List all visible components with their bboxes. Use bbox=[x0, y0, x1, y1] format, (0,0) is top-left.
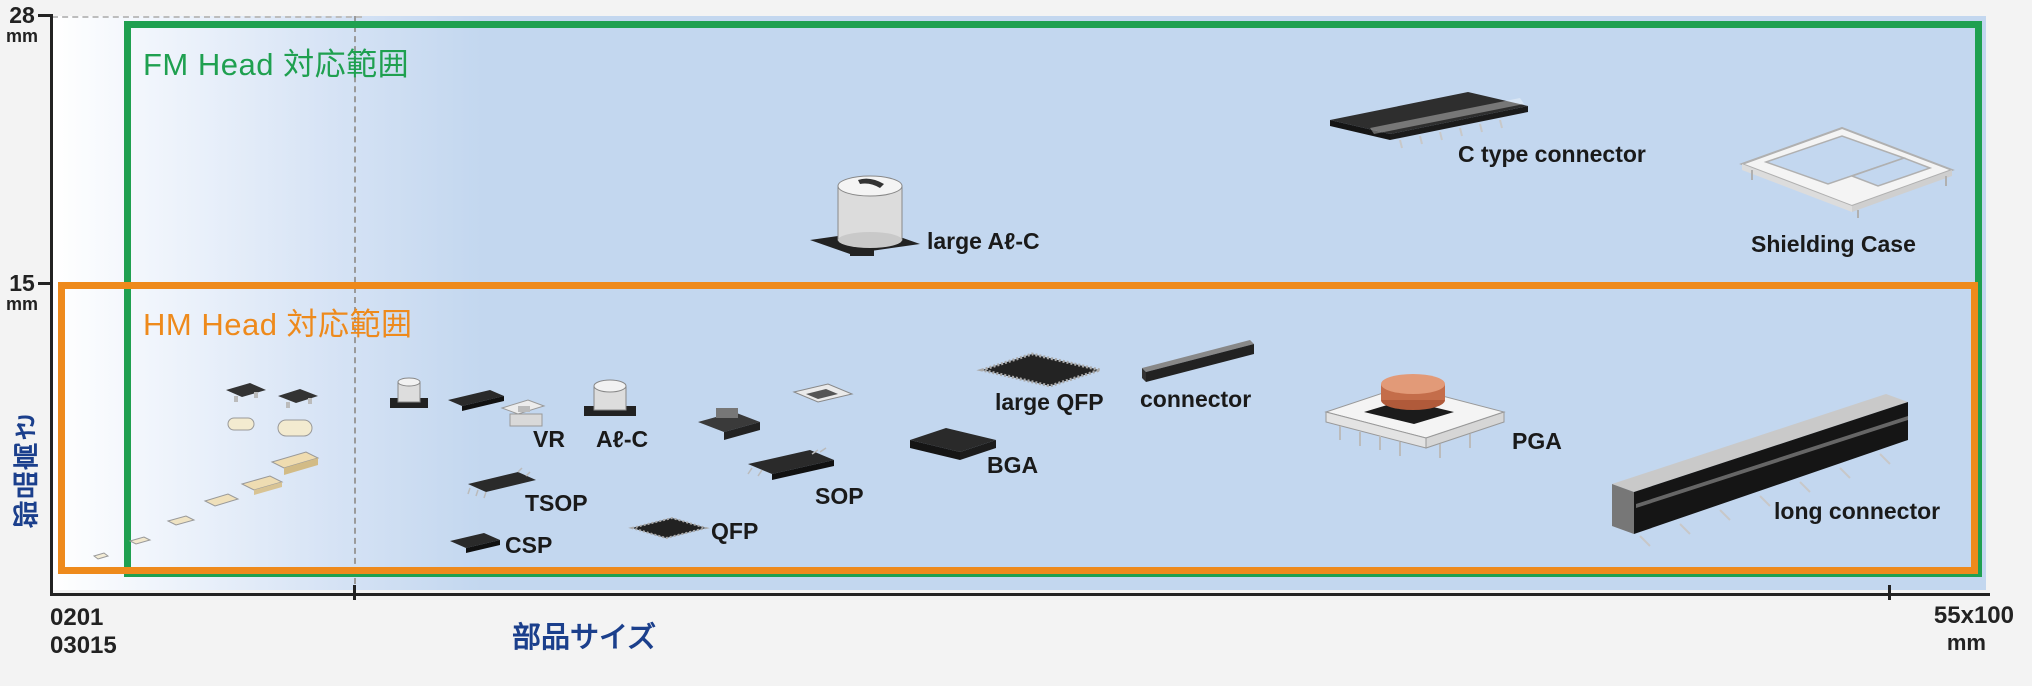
large-qfp-graphic bbox=[976, 352, 1106, 388]
hm-head-range-title: HM Head 対応範囲 bbox=[143, 307, 413, 342]
csp-graphic bbox=[450, 533, 500, 553]
small-alc-graphic bbox=[390, 377, 428, 408]
label-shielding-case: Shielding Case bbox=[1751, 231, 1916, 257]
shielding-case-graphic bbox=[1739, 126, 1955, 218]
small-chip-boundary-line bbox=[354, 16, 356, 594]
fm-head-range-title: FM Head 対応範囲 bbox=[143, 47, 410, 82]
tsop-graphic bbox=[467, 467, 536, 499]
chip-0603-graphic bbox=[166, 515, 196, 526]
x-axis-title: 部品サイズ bbox=[512, 622, 657, 654]
y-label-15: 15 mm bbox=[5, 270, 38, 314]
x-label-max: 55x100 mm bbox=[1933, 602, 2014, 655]
y-axis-line bbox=[50, 14, 53, 596]
qfp-graphic bbox=[628, 516, 710, 540]
x-tick-mid bbox=[353, 585, 356, 600]
melf-large-graphic bbox=[277, 419, 313, 437]
label-long-connector: long connector bbox=[1774, 498, 1941, 524]
dpak-graphic bbox=[698, 408, 760, 440]
connector-graphic bbox=[1142, 340, 1254, 382]
sop-small-mid-graphic bbox=[792, 383, 854, 403]
chip-0402-graphic bbox=[128, 536, 152, 545]
chip-1206-graphic bbox=[240, 475, 284, 495]
label-alc: Aℓ-C bbox=[596, 426, 649, 452]
hm-head-range-frame bbox=[58, 282, 1978, 574]
sot-right-graphic bbox=[278, 389, 318, 408]
large-alc-graphic bbox=[810, 175, 920, 256]
label-large-qfp: large QFP bbox=[995, 389, 1104, 415]
max-height-guide bbox=[52, 16, 362, 18]
label-large-alc: large Aℓ-C bbox=[927, 228, 1040, 254]
c-type-connector-graphic bbox=[1330, 92, 1528, 149]
label-tsop: TSOP bbox=[525, 490, 588, 516]
label-csp: CSP bbox=[505, 532, 553, 558]
melf-small-graphic bbox=[227, 417, 255, 431]
sop-graphic bbox=[747, 447, 834, 480]
x-label-min: 0201 03015 bbox=[50, 604, 117, 659]
vr-graphic bbox=[500, 399, 546, 427]
x-axis-line bbox=[50, 593, 1990, 596]
label-pga: PGA bbox=[1512, 428, 1562, 454]
small-sop-graphic bbox=[448, 390, 504, 411]
y-tick-15 bbox=[38, 282, 52, 285]
label-connector: connector bbox=[1140, 386, 1252, 412]
y-tick-28 bbox=[38, 14, 52, 17]
bga-graphic bbox=[910, 428, 996, 460]
x-tick-max bbox=[1888, 585, 1891, 600]
alc-graphic bbox=[584, 379, 636, 416]
label-bga: BGA bbox=[987, 452, 1039, 478]
label-vr: VR bbox=[533, 426, 565, 452]
label-sop: SOP bbox=[815, 483, 864, 509]
pga-graphic bbox=[1324, 374, 1506, 458]
label-qfp: QFP bbox=[711, 518, 759, 544]
chip-0201-graphic bbox=[92, 552, 110, 560]
chip-0805-graphic bbox=[203, 493, 240, 507]
chip-2010-graphic bbox=[270, 451, 320, 475]
sot-left-graphic bbox=[226, 383, 266, 402]
long-connector-graphic bbox=[1612, 394, 1908, 547]
y-label-28: 28 mm bbox=[5, 2, 38, 46]
label-c-type-connector: C type connector bbox=[1458, 141, 1646, 167]
